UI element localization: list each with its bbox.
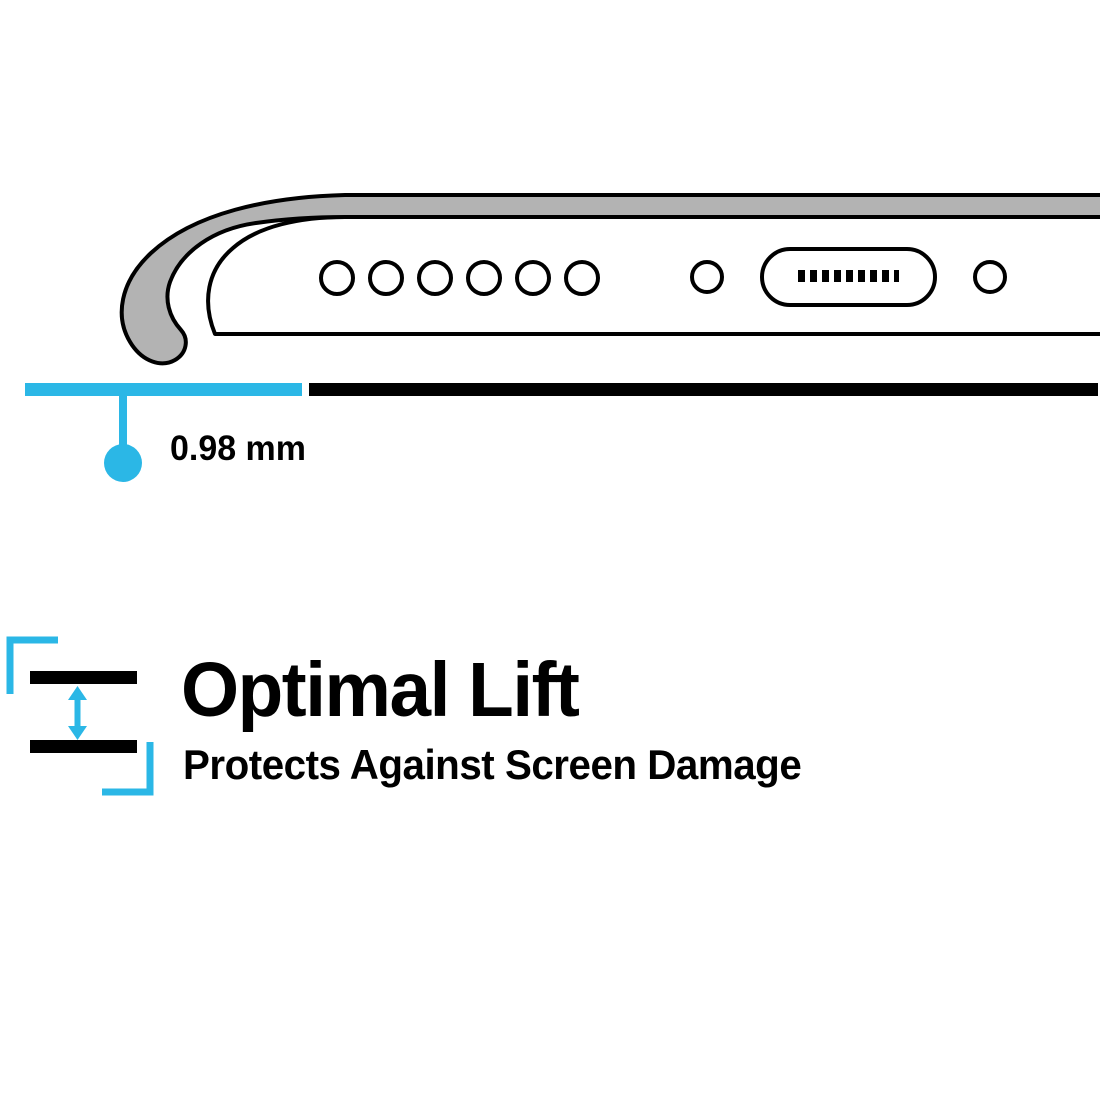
lift-gap-bar-accent xyxy=(25,383,302,396)
screen-plane-bar xyxy=(309,383,1098,396)
feature-subtitle: Protects Against Screen Damage xyxy=(183,741,802,788)
bracket-top-left xyxy=(6,636,58,694)
lift-measurement xyxy=(25,383,1098,482)
measure-dot-icon xyxy=(104,444,142,482)
charging-port xyxy=(760,247,937,307)
speaker-hole xyxy=(466,260,502,296)
lift-gap-icon xyxy=(6,636,154,796)
screw-hole-left xyxy=(690,260,724,294)
case-lip xyxy=(119,193,1100,366)
feature-title: Optimal Lift xyxy=(181,647,580,733)
speaker-hole xyxy=(368,260,404,296)
speaker-holes xyxy=(319,260,600,296)
double-arrow-icon xyxy=(68,686,87,740)
lift-measurement-value: 0.98 mm xyxy=(170,429,306,468)
measure-leader-line xyxy=(119,394,127,446)
lower-plate xyxy=(30,740,137,753)
speaker-hole xyxy=(564,260,600,296)
speaker-hole xyxy=(417,260,453,296)
upper-plate xyxy=(30,671,137,684)
bracket-bottom-right xyxy=(102,742,154,796)
speaker-hole xyxy=(319,260,355,296)
speaker-hole xyxy=(515,260,551,296)
screw-hole-right xyxy=(973,260,1007,294)
